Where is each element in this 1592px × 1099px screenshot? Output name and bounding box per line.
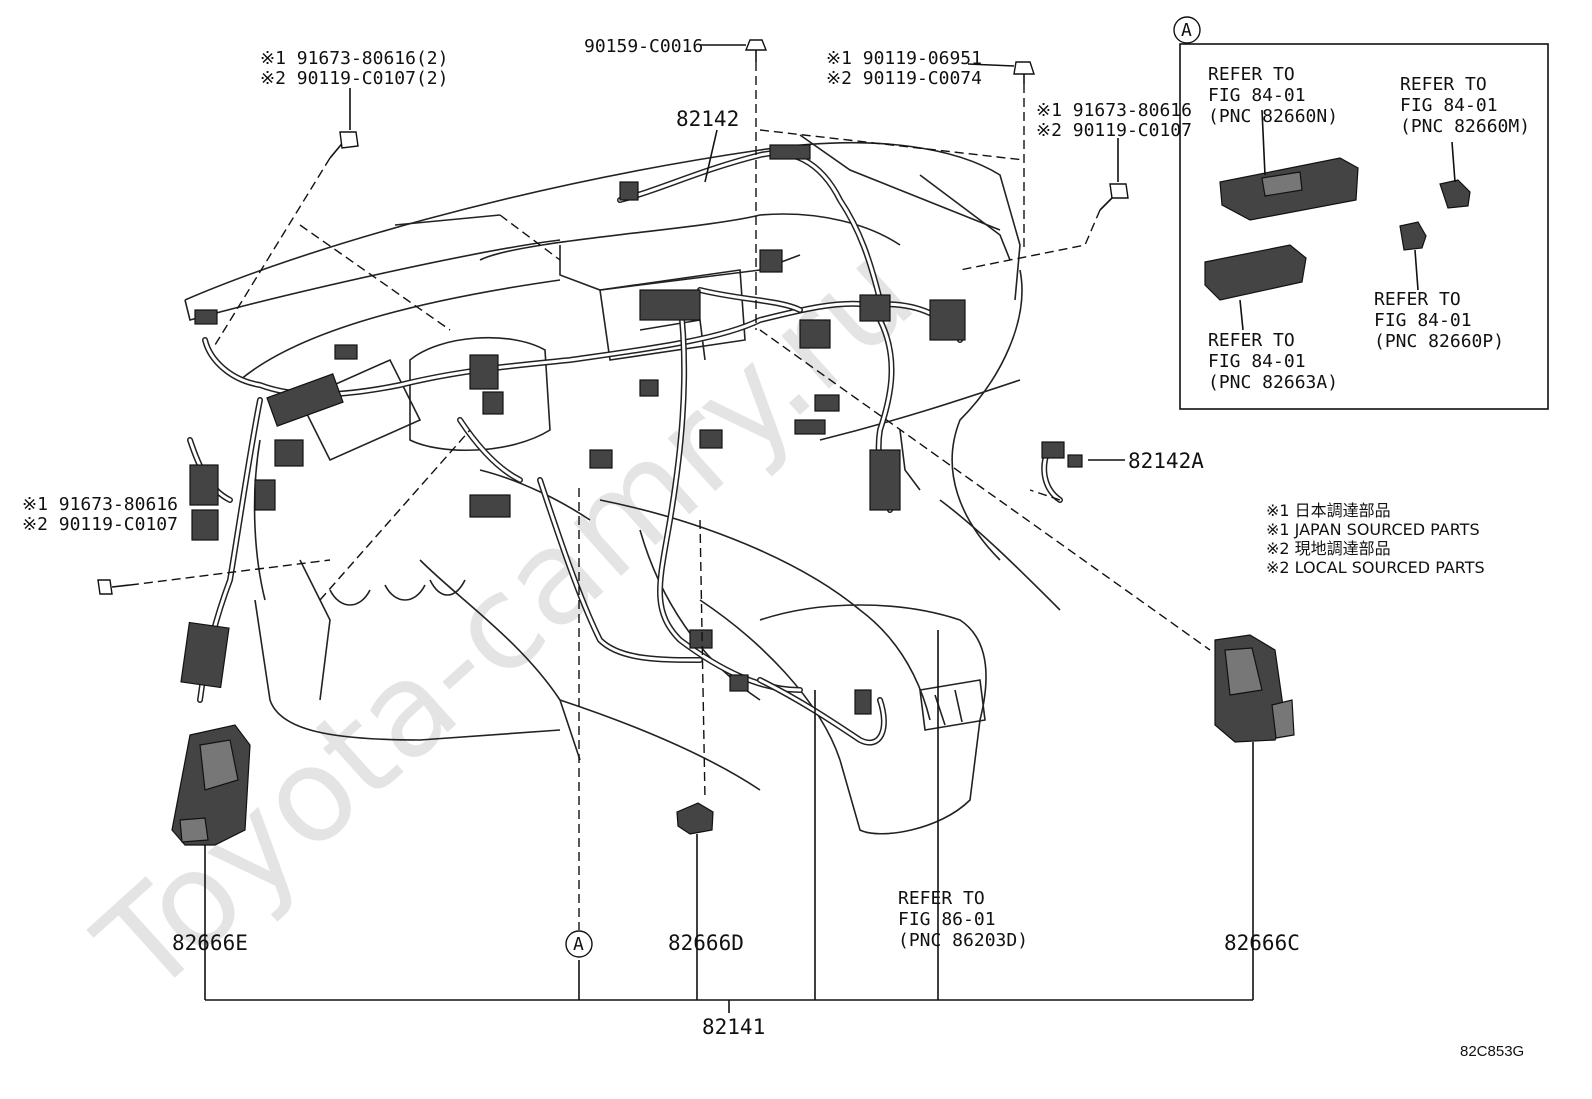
refer-block-86203d: REFER TO FIG 86-01 (PNC 86203D) — [898, 888, 1028, 951]
junction-block-82666c[interactable] — [1214, 634, 1295, 743]
refer-block-82663a: REFER TO FIG 84-01 (PNC 82663A) — [1208, 330, 1338, 393]
switch-82660n[interactable] — [1219, 157, 1359, 221]
svg-text:FIG 84-01: FIG 84-01 — [1374, 310, 1472, 331]
svg-text:(PNC 82660N): (PNC 82660N) — [1208, 106, 1338, 127]
svg-text:※2 現地調達部品: ※2 現地調達部品 — [1266, 539, 1391, 558]
relay-82666d[interactable] — [676, 802, 714, 835]
label-82141[interactable]: 82141 — [702, 1015, 765, 1039]
svg-text:(PNC 82663A): (PNC 82663A) — [1208, 372, 1338, 393]
inset-marker-a: A — [1181, 20, 1192, 41]
callout-labels: 90159-C0016 ※1 91673-80616(2) ※2 90119-C… — [22, 36, 1530, 1060]
label-82142[interactable]: 82142 — [676, 107, 739, 131]
label-bolt-right-1: ※1 91673-80616 — [1036, 100, 1192, 121]
refer-block-82660p: REFER TO FIG 84-01 (PNC 82660P) — [1374, 289, 1504, 352]
label-bolt-top-left-2: ※2 90119-C0107(2) — [260, 68, 448, 89]
label-82666c[interactable]: 82666C — [1224, 931, 1300, 955]
marker-a-text: A — [573, 934, 584, 955]
svg-text:REFER TO: REFER TO — [1400, 74, 1487, 95]
harness-82142a[interactable] — [1041, 441, 1083, 503]
refer-block-82660n: REFER TO FIG 84-01 (PNC 82660N) — [1208, 64, 1338, 127]
switch-82663a[interactable] — [1204, 244, 1307, 301]
switch-82660m[interactable] — [1439, 179, 1471, 209]
inset-box-a: A — [1173, 16, 1549, 410]
label-82666e[interactable]: 82666E — [172, 931, 248, 955]
junction-block-82666e[interactable] — [171, 724, 251, 846]
svg-text:※2 LOCAL SOURCED PARTS: ※2 LOCAL SOURCED PARTS — [1266, 558, 1485, 577]
svg-text:(PNC 82660M): (PNC 82660M) — [1400, 116, 1530, 137]
label-bolt-top-right-1: ※1 90119-06951 — [826, 48, 982, 69]
bolt-left-icon — [97, 579, 131, 595]
bolt-top-left-icon — [329, 131, 359, 159]
refer-block-82660m: REFER TO FIG 84-01 (PNC 82660M) — [1400, 74, 1530, 137]
svg-text:REFER TO: REFER TO — [898, 888, 985, 909]
bolt-top-center-icon — [744, 39, 768, 62]
sourcing-legend: ※1 日本調達部品 ※1 JAPAN SOURCED PARTS ※2 現地調達… — [1266, 501, 1485, 577]
dashboard-outline — [184, 134, 1061, 835]
switch-82660p[interactable] — [1399, 221, 1427, 251]
svg-text:FIG 86-01: FIG 86-01 — [898, 909, 996, 930]
svg-text:※1 日本調達部品: ※1 日本調達部品 — [1266, 501, 1391, 520]
svg-text:(PNC 86203D): (PNC 86203D) — [898, 930, 1028, 951]
svg-text:FIG 84-01: FIG 84-01 — [1400, 95, 1498, 116]
label-82666d[interactable]: 82666D — [668, 931, 744, 955]
label-bolt-left-1: ※1 91673-80616 — [22, 494, 178, 515]
label-bolt-top-right-2: ※2 90119-C0074 — [826, 68, 982, 89]
label-90159-c0016: 90159-C0016 — [584, 36, 703, 57]
label-bolt-top-left-1: ※1 91673-80616(2) — [260, 48, 448, 69]
svg-text:(PNC 82660P): (PNC 82660P) — [1374, 331, 1504, 352]
svg-text:REFER TO: REFER TO — [1208, 64, 1295, 85]
label-82142a[interactable]: 82142A — [1128, 449, 1204, 473]
svg-text:FIG 84-01: FIG 84-01 — [1208, 85, 1306, 106]
svg-text:FIG 84-01: FIG 84-01 — [1208, 351, 1306, 372]
bolt-right-icon — [1099, 183, 1129, 211]
bolt-top-right-icon — [1013, 61, 1035, 84]
svg-text:REFER TO: REFER TO — [1208, 330, 1295, 351]
figure-code: 82C853G — [1460, 1043, 1524, 1060]
leader-lines — [129, 44, 1254, 1013]
marker-a-circle — [565, 930, 593, 958]
svg-text:※1 JAPAN SOURCED PARTS: ※1 JAPAN SOURCED PARTS — [1266, 520, 1480, 539]
label-bolt-left-2: ※2 90119-C0107 — [22, 514, 178, 535]
harness-connectors — [180, 144, 966, 715]
svg-text:REFER TO: REFER TO — [1374, 289, 1461, 310]
label-bolt-right-2: ※2 90119-C0107 — [1036, 120, 1192, 141]
